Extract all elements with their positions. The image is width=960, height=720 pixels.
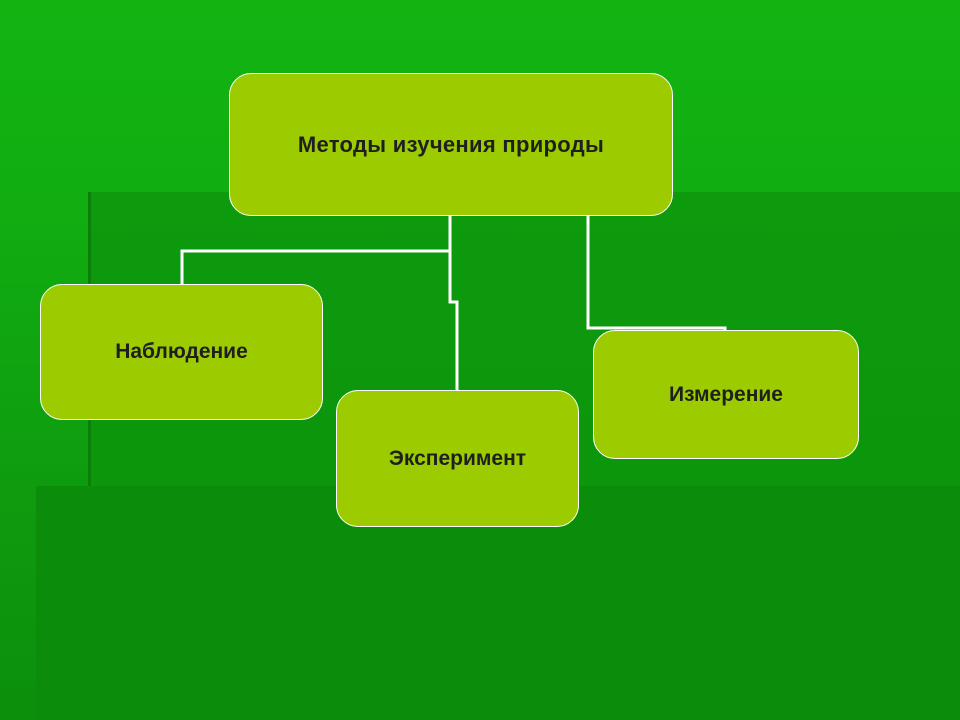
node-measurement-label: Измерение	[668, 382, 783, 406]
root-node: Методы изучения природы	[229, 73, 673, 216]
node-measurement: Измерение	[593, 330, 859, 459]
node-experiment: Эксперимент	[336, 390, 579, 527]
node-observation: Наблюдение	[40, 284, 323, 420]
root-node-label: Методы изучения природы	[297, 131, 605, 157]
node-experiment-label: Эксперимент	[388, 446, 527, 470]
node-observation-label: Наблюдение	[115, 340, 248, 363]
connector-root-to-experiment	[448, 251, 459, 390]
connector-root-to-observation	[180, 216, 452, 284]
connector-root-to-measurement	[586, 216, 727, 330]
